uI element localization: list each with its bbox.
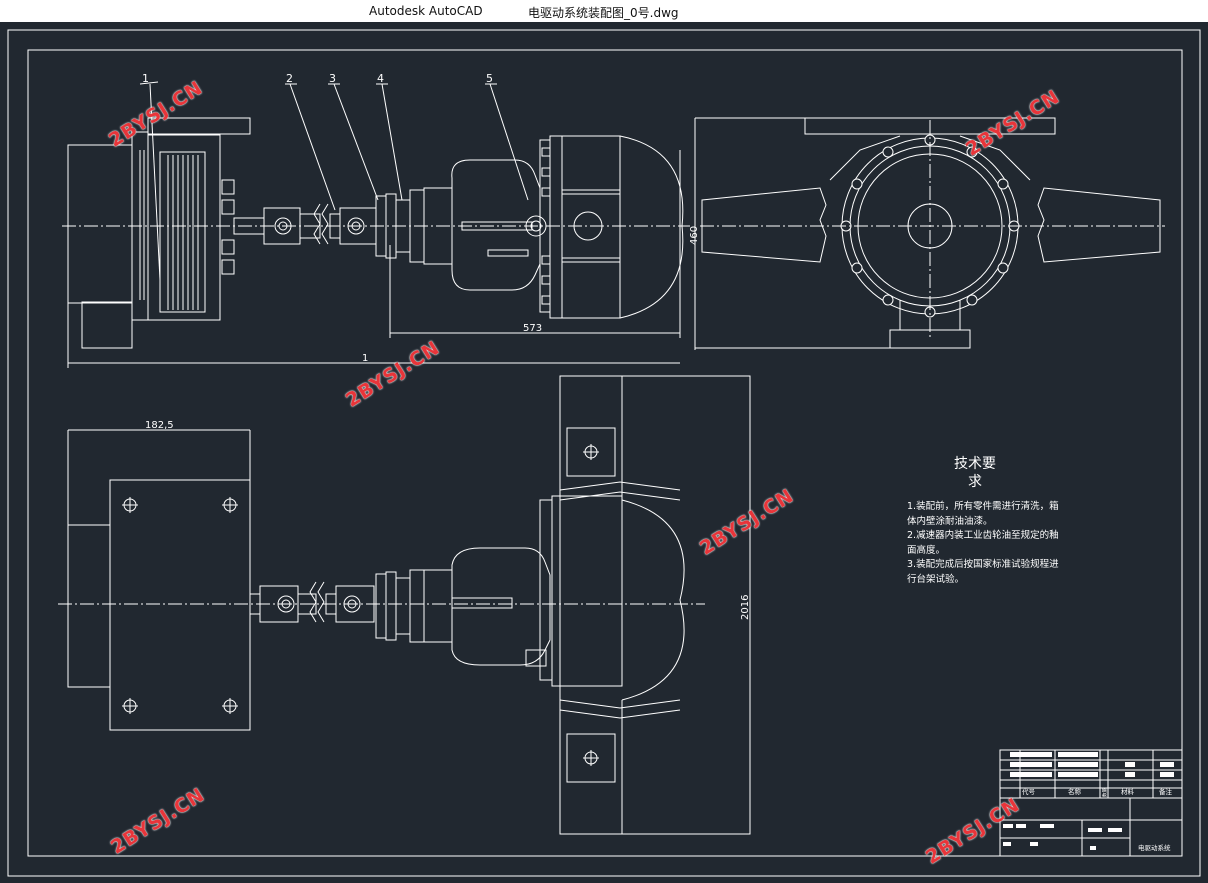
dim-2016: 2016 <box>740 595 751 620</box>
window-titlebar: Autodesk AutoCAD 电驱动系统装配图_0号.dwg <box>0 0 1208 22</box>
dim-182-5: 182,5 <box>145 420 174 431</box>
dim-overall-length: 1 <box>362 353 368 364</box>
title-col-qty: 数量 <box>1101 788 1108 797</box>
title-col-name: 名称 <box>1068 787 1082 796</box>
file-name: 电驱动系统装配图_0号.dwg <box>528 6 679 20</box>
tech-line-1: 1.装配前，所有零件需进行清洗，箱 <box>907 501 1059 512</box>
front-view-dimensions <box>67 117 890 368</box>
part-number-4: 4 <box>377 72 384 85</box>
side-view-bolts <box>840 134 1020 318</box>
dim-573: 573 <box>523 323 542 334</box>
dim-460: 460 <box>689 226 700 245</box>
tech-title-line2: 求 <box>968 474 982 490</box>
sheet-outer-border <box>7 29 1201 877</box>
tech-line-3: 2.减速器内装工业齿轮油至规定的釉 <box>907 530 1059 541</box>
title-block-fills <box>1003 752 1174 850</box>
tech-title-line1: 技术要 <box>954 456 996 472</box>
app-name: Autodesk AutoCAD <box>369 4 483 18</box>
front-view <box>67 117 684 349</box>
cad-drawing-canvas[interactable]: 1 2 3 4 5 573 1 182,5 460 2016 代号 名称 数量 … <box>0 22 1208 883</box>
part-leaders <box>139 81 529 281</box>
tech-requirements-body: 1.装配前，所有零件需进行清洗，箱 体内壁涂耐油油漆。 2.减速器内装工业齿轮油… <box>907 500 1082 587</box>
sheet-inner-border <box>27 49 1183 857</box>
title-block-grid <box>999 749 1183 857</box>
part-number-1: 1 <box>142 72 149 85</box>
tech-line-6: 行台架试验。 <box>907 573 965 585</box>
part-number-2: 2 <box>286 72 293 85</box>
tech-line-4: 面高度。 <box>907 544 946 556</box>
title-col-remark: 备注 <box>1159 787 1173 796</box>
title-col-code: 代号 <box>1022 787 1036 796</box>
title-drawing-name: 电驱动系统 <box>1138 843 1171 852</box>
part-number-5: 5 <box>486 72 493 85</box>
top-view <box>67 375 751 835</box>
part-number-3: 3 <box>329 72 336 85</box>
center-lines <box>58 120 1165 605</box>
tech-line-5: 3.装配完成后按国家标准试验规程进 <box>907 559 1059 570</box>
tech-line-2: 体内壁涂耐油油漆。 <box>907 515 993 527</box>
title-col-material: 材料 <box>1121 787 1135 796</box>
tech-requirements-title: 技术要 求 <box>945 455 1005 491</box>
